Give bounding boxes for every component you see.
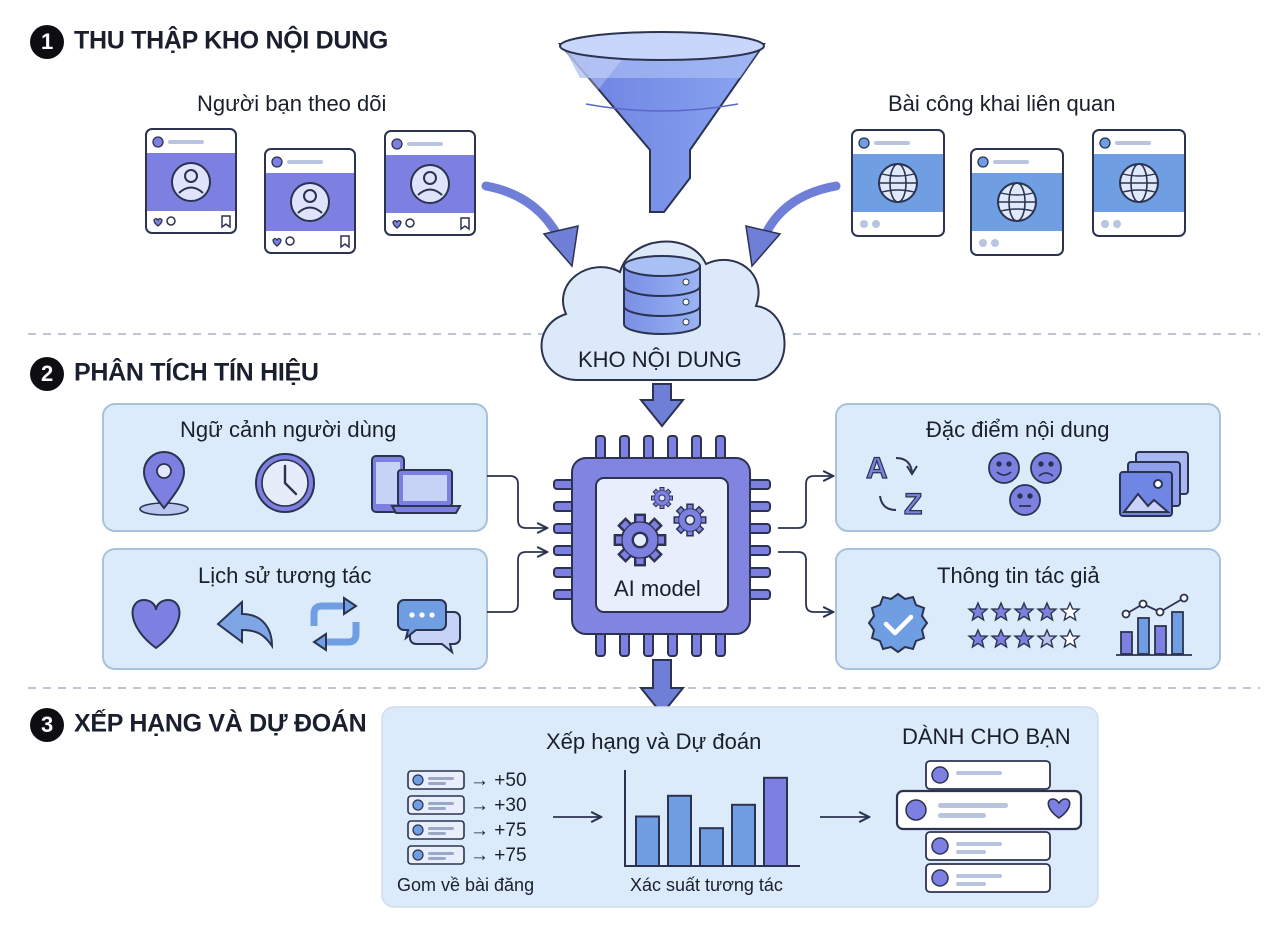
verified-badge-icon (867, 592, 929, 654)
probability-bar-1 (635, 815, 660, 867)
arrow-left-into-store (481, 181, 579, 268)
post-item-3 (407, 820, 465, 840)
svg-text:A: A (866, 452, 888, 485)
devices-icon (371, 455, 462, 514)
section-1-heading: 1 THU THẬP KHO NỘI DUNG (30, 25, 388, 59)
score-4: → +75 (470, 845, 527, 866)
svg-text:Z: Z (904, 488, 922, 521)
post-item-1 (407, 770, 465, 790)
post-item-2 (407, 795, 465, 815)
post-item-4 (407, 845, 465, 865)
public-post-card-1 (851, 129, 945, 237)
content-store-cloud (540, 240, 786, 381)
probability-bar-5 (763, 776, 788, 867)
for-you-title: DÀNH CHO BẠN (902, 724, 1071, 749)
interaction-history-title: Lịch sử tương tác (198, 563, 372, 588)
ranking-title: Xếp hạng và Dự đoán (546, 729, 762, 754)
score-1: → +50 (470, 770, 527, 791)
emotion-faces-icon (988, 452, 1062, 516)
translate-icon: A Z (865, 451, 923, 521)
panel-interaction-history (102, 548, 488, 670)
chat-bubbles-icon (397, 599, 461, 655)
section-3-number: 3 (30, 708, 64, 742)
gather-label: Gom về bài đăng (397, 875, 535, 895)
ai-model-label: AI model (614, 576, 701, 601)
probability-bar-2 (667, 794, 692, 867)
arrow-right-into-store (745, 181, 841, 268)
section-3-title: XẾP HẠNG VÀ DỰ ĐOÁN (74, 709, 367, 738)
probability-bar-4 (731, 803, 756, 867)
arrow-model-to-ranking (638, 659, 686, 716)
content-store-label: KHO NỘI DUNG (578, 347, 742, 372)
user-post-card-1 (145, 128, 237, 234)
section-3-heading: 3 XẾP HẠNG VÀ DỰ ĐOÁN (30, 708, 367, 742)
image-stack-icon (1119, 451, 1189, 517)
clock-icon (255, 453, 315, 513)
user-post-card-2 (264, 148, 356, 254)
reply-icon (216, 599, 274, 650)
score-2: → +30 (470, 795, 527, 816)
section-2-title: PHÂN TÍCH TÍN HIỆU (74, 358, 319, 387)
arrow-store-to-model (638, 383, 686, 428)
public-post-card-2 (970, 148, 1064, 256)
section-2-number: 2 (30, 357, 64, 391)
public-post-card-3 (1092, 129, 1186, 237)
location-pin-icon (139, 451, 189, 516)
database-icon (623, 255, 701, 335)
section-1-number: 1 (30, 25, 64, 59)
user-context-title: Ngữ cảnh người dùng (180, 417, 397, 442)
user-post-card-3 (384, 130, 476, 236)
probability-bar-3 (699, 827, 724, 868)
heart-icon (131, 598, 181, 650)
repost-icon (310, 596, 360, 652)
for-you-feed (895, 760, 1083, 893)
score-3: → +75 (470, 820, 527, 841)
probability-axes (624, 770, 800, 867)
funnel-icon (557, 31, 766, 213)
content-features-title: Đặc điểm nội dung (926, 417, 1110, 442)
author-info-title: Thông tin tác giả (937, 563, 1100, 588)
following-label: Người bạn theo dõi (197, 91, 387, 116)
signal-connectors (487, 476, 832, 612)
public-posts-label: Bài công khai liên quan (888, 91, 1116, 116)
bar-trend-icon (1116, 593, 1192, 656)
probability-label: Xác suất tương tác (630, 875, 783, 895)
section-2-heading: 2 PHÂN TÍCH TÍN HIỆU (30, 357, 319, 391)
section-1-title: THU THẬP KHO NỘI DUNG (74, 26, 389, 55)
